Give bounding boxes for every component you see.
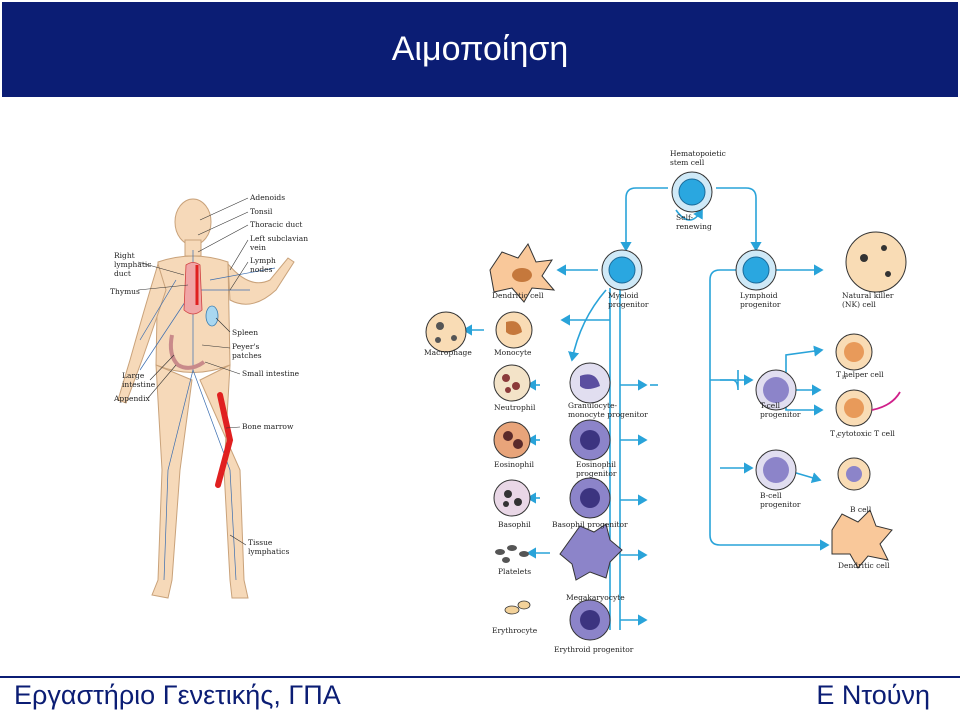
label-thoracic-duct: Thoracic duct	[250, 220, 302, 229]
label-large-intestine-1: Large	[122, 371, 145, 380]
label-erythroid-prog: Erythroid progenitor	[554, 645, 634, 654]
label-self-renew-1: Self-	[676, 213, 693, 222]
label-myeloid-1: Myeloid	[608, 291, 639, 300]
label-dendritic-2: Dendritic cell	[838, 561, 890, 570]
label-macrophage: Macrophage	[424, 348, 472, 357]
figure-svg: Adenoids Tonsil Thoracic duct Left subcl…	[110, 149, 907, 654]
title-bar: Αιμοποίηση	[2, 2, 958, 97]
hematopoiesis-tree: Hematopoietic stem cell Self- renewing D…	[424, 149, 907, 654]
label-tissue-lymph-1: Tissue	[248, 538, 273, 547]
label-tc-sub: C	[836, 434, 840, 440]
label-tonsil: Tonsil	[250, 207, 273, 216]
label-monocyte: Monocyte	[494, 348, 532, 357]
label-thymus: Thymus	[110, 287, 140, 296]
label-nk-1: Natural killer	[842, 291, 894, 300]
label-b-cell: B cell	[850, 505, 872, 514]
label-eosinophil: Eosinophil	[494, 460, 535, 469]
nk-cell	[845, 231, 907, 293]
footer-author: Ε Ντούνη	[816, 680, 930, 710]
label-right-lymphatic-1: Right	[114, 251, 135, 260]
eosinophil-cell	[493, 421, 531, 459]
label-left-subclavian-1: Left subclavian	[250, 234, 308, 243]
neutrophil-cell	[493, 364, 531, 402]
footer-divider	[0, 676, 960, 678]
label-myeloid-2: progenitor	[608, 300, 649, 309]
macrophage-cell	[425, 311, 467, 353]
label-bcell-prog-1: B-cell	[760, 491, 782, 500]
label-th-cell: T helper cell	[836, 370, 884, 379]
label-erythrocyte: Erythrocyte	[492, 626, 538, 635]
label-small-intestine: Small intestine	[242, 369, 300, 378]
label-lymph-nodes-2: nodes	[250, 265, 273, 274]
label-self-renew-2: renewing	[676, 222, 712, 231]
label-basophil: Basophil	[498, 520, 531, 529]
label-tc-cell: T cytotoxic T cell	[830, 429, 896, 438]
label-gm-prog-2: monocyte progenitor	[568, 410, 648, 419]
label-dendritic: Dendritic cell	[492, 291, 544, 300]
label-gm-prog-1: Granulocyte-	[568, 401, 618, 410]
label-appendix: Appendix	[113, 394, 150, 403]
basophil-cell	[493, 479, 531, 517]
label-hsc-2: stem cell	[670, 158, 705, 167]
label-adenoids: Adenoids	[249, 193, 285, 202]
label-tcell-prog-2: progenitor	[760, 410, 801, 419]
label-left-subclavian-2: vein	[249, 243, 266, 252]
human-body: Adenoids Tonsil Thoracic duct Left subcl…	[110, 193, 308, 599]
erythrocyte-cells	[504, 600, 531, 615]
label-eos-prog-2: progenitor	[576, 469, 617, 478]
slide-title: Αιμοποίηση	[391, 30, 569, 68]
label-th-sub: H	[842, 375, 847, 381]
label-right-lymphatic-2: lymphatic	[114, 260, 151, 269]
label-nk-2: (NK) cell	[842, 300, 876, 309]
label-platelets: Platelets	[498, 567, 531, 576]
label-lymphoid-1: Lymphoid	[740, 291, 778, 300]
label-large-intestine-2: intestine	[122, 380, 156, 389]
label-right-lymphatic-3: duct	[114, 269, 131, 278]
megakaryocyte-cell	[559, 523, 623, 581]
hematopoiesis-figure: Adenoids Tonsil Thoracic duct Left subcl…	[80, 140, 920, 660]
footer-lab-name: Εργαστήριο Γενετικής, ΓΠΑ	[14, 680, 341, 710]
label-neutrophil: Neutrophil	[494, 403, 536, 412]
label-megakaryocyte: Megakaryocyte	[566, 593, 625, 602]
label-eos-prog-1: Eosinophil	[576, 460, 617, 469]
label-peyers-2: patches	[232, 351, 262, 360]
label-peyers-1: Peyer's	[232, 342, 259, 351]
label-spleen: Spleen	[232, 328, 258, 337]
label-baso-prog: Basophil progenitor	[552, 520, 628, 529]
label-tcell-prog-1: T-cell	[760, 401, 781, 410]
platelets-cells	[495, 545, 529, 563]
label-tissue-lymph-2: lymphatics	[248, 547, 289, 556]
label-bone-marrow: Bone marrow	[242, 422, 294, 431]
label-bcell-prog-2: progenitor	[760, 500, 801, 509]
dendritic-cell-bottom	[831, 509, 893, 569]
label-lymph-nodes-1: Lymph	[250, 256, 276, 265]
label-hsc-1: Hematopoietic	[670, 149, 726, 158]
label-lymphoid-2: progenitor	[740, 300, 781, 309]
